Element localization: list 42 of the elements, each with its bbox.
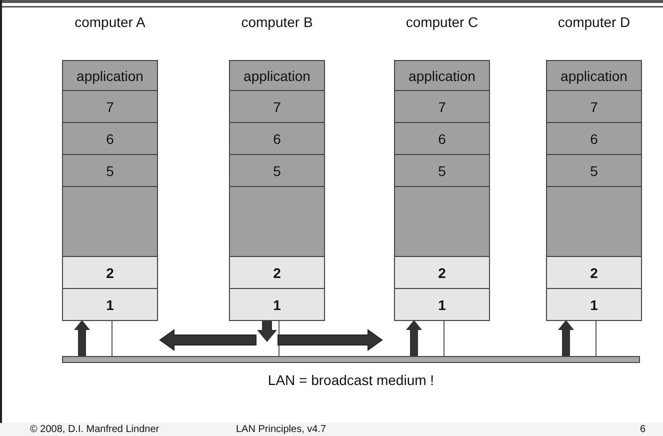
- computer-heading: computer A: [74, 14, 146, 30]
- layer-box: 7: [546, 90, 642, 123]
- bus-caption: LAN = broadcast medium !: [266, 372, 436, 388]
- layer-box: 1: [229, 288, 325, 321]
- layer-box: 5: [62, 154, 158, 187]
- empty-layer-box: [394, 186, 490, 257]
- layer-box: 5: [229, 154, 325, 187]
- layer-box: 1: [546, 288, 642, 321]
- layer-box: 6: [394, 122, 490, 155]
- layer-box: application: [62, 60, 158, 91]
- computer-heading: computer B: [240, 14, 314, 30]
- block-arrow: [74, 320, 90, 356]
- footer-title: LAN Principles, v4.7: [236, 424, 326, 435]
- empty-layer-box: [546, 186, 642, 257]
- layer-box: 7: [229, 90, 325, 123]
- layer-box: 2: [394, 256, 490, 289]
- page-number: 6: [640, 424, 646, 435]
- block-arrow: [159, 329, 256, 351]
- layer-box: application: [546, 60, 642, 91]
- layer-box: 2: [62, 256, 158, 289]
- layer-box: 5: [546, 154, 642, 187]
- layer-box: 2: [546, 256, 642, 289]
- layer-box: 6: [62, 122, 158, 155]
- computer-heading: computer D: [556, 14, 632, 30]
- layer-box: 2: [229, 256, 325, 289]
- empty-layer-box: [229, 186, 325, 257]
- block-arrow: [406, 320, 422, 356]
- layer-box: 1: [394, 288, 490, 321]
- layer-box: 1: [62, 288, 158, 321]
- empty-layer-box: [62, 186, 158, 257]
- computer-heading: computer C: [404, 14, 480, 30]
- layer-box: 6: [229, 122, 325, 155]
- block-arrow: [558, 320, 574, 356]
- layer-box: 6: [546, 122, 642, 155]
- copyright-note: © 2008, D.I. Manfred Lindner: [30, 424, 160, 435]
- layer-box: application: [229, 60, 325, 91]
- layer-box: 7: [394, 90, 490, 123]
- block-arrow: [257, 320, 277, 342]
- layer-box: 5: [394, 154, 490, 187]
- layer-box: application: [394, 60, 490, 91]
- block-arrow: [278, 329, 383, 351]
- layer-box: 7: [62, 90, 158, 123]
